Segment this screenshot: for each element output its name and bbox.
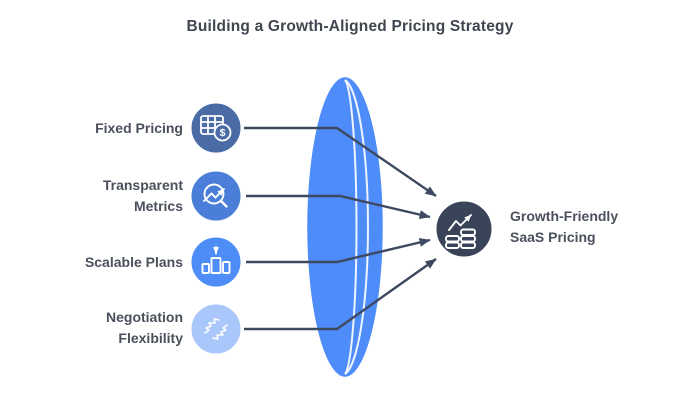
scalable-plans-circle <box>188 234 244 290</box>
label-line: Negotiation <box>106 309 183 325</box>
funnel-lens <box>304 74 386 380</box>
negotiation-flexibility-circle <box>188 301 244 357</box>
result-label: Growth-Friendly SaaS Pricing <box>510 206 670 248</box>
scalable-plans-item-icon <box>188 234 244 290</box>
negotiation-flexibility-item-icon <box>188 301 244 357</box>
fixed-pricing-label: Fixed Pricing <box>20 118 183 139</box>
negotiation-flexibility-label: Negotiation Flexibility <box>20 307 183 349</box>
pricing-table-icon: $ <box>200 115 232 142</box>
connector-transparent-metrics <box>246 194 431 219</box>
lens-highlight-arc-outer <box>344 79 369 375</box>
transparent-metrics-item-icon <box>188 168 244 224</box>
connector-negotiation-flexibility <box>244 258 437 331</box>
flexibility-swirl-icon <box>204 318 228 340</box>
result-item-icon <box>433 198 495 260</box>
connector-fixed-pricing <box>244 126 437 197</box>
label-line: Fixed Pricing <box>95 120 183 136</box>
growth-chart-coins-icon <box>445 214 476 249</box>
label-line: Growth-Friendly <box>510 208 619 224</box>
scalable-podium-icon <box>201 246 231 274</box>
dollar-glyph: $ <box>220 127 226 139</box>
lens-highlight-arc-inner <box>344 79 358 375</box>
label-line: Transparent <box>102 177 183 193</box>
transparent-metrics-label: Transparent Metrics <box>20 175 183 217</box>
label-line: Scalable Plans <box>84 254 183 270</box>
connector-arrows <box>244 126 437 331</box>
label-line: Metrics <box>133 198 183 214</box>
label-line: SaaS Pricing <box>510 229 596 245</box>
diagram-title: Building a Growth-Aligned Pricing Strate… <box>186 18 514 35</box>
label-line: Flexibility <box>118 330 183 346</box>
fixed-pricing-item-icon: $ <box>188 100 244 156</box>
dollar-badge <box>213 123 232 142</box>
metrics-magnifier-icon <box>203 183 228 208</box>
lens-ellipse <box>304 74 386 380</box>
scalable-plans-label: Scalable Plans <box>20 252 183 273</box>
connector-scalable-plans <box>246 238 431 264</box>
